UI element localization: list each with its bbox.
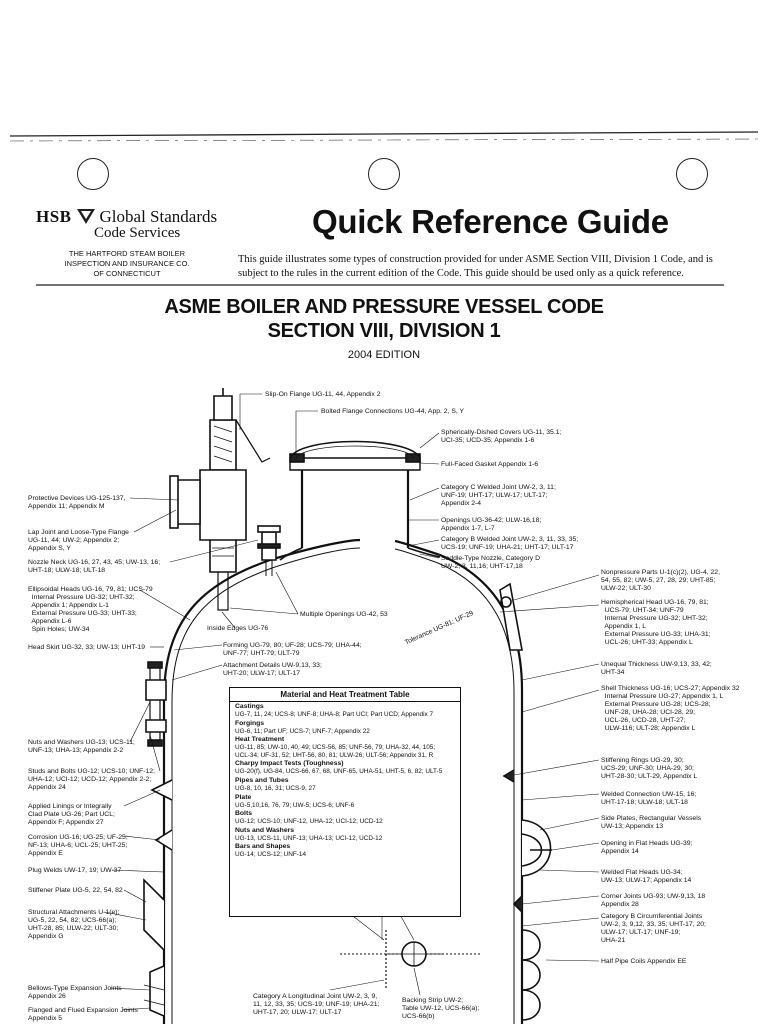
logo-hsb: HSB — [36, 207, 72, 226]
hsb-logo: HSB Global Standards Code Services — [36, 207, 218, 241]
callout-label: Lap Joint and Loose-Type Flange UG-11, 4… — [28, 529, 129, 552]
table-row-refs: UG-14; UCS-12; UNF-14 — [235, 851, 307, 859]
callout-label: Ellipsoidal Heads UG-16, 79, 81; UCS-79 … — [28, 586, 153, 633]
company-line: OF CONNECTICUT — [93, 269, 161, 278]
callout-label: Saddle-Type Nozzle, Category D UW-2, 3, … — [441, 555, 540, 570]
table-row-heading: Bolts — [235, 810, 252, 818]
guide-title: Quick Reference Guide — [312, 203, 669, 240]
table-row-heading: Forgings — [235, 719, 265, 727]
callout-label: Openings UG-36-42; ULW-16,18; Appendix 1… — [441, 517, 542, 532]
company-line: THE HARTFORD STEAM BOILER — [68, 249, 186, 258]
table-row-refs: UG-7, 11, 24; UCS-8; UNF-8; UHA-8; Part … — [235, 711, 434, 718]
callout-label: Corrosion UG-16; UG-25; UF-25; NF-13; UH… — [28, 834, 128, 857]
callout-label: Category A Longitudinal Joint UW-2, 3, 9… — [253, 993, 380, 1016]
logo-emblem-icon — [76, 209, 95, 224]
callout-label: Head Skirt UG-32, 33; UW-13; UHT-19 — [28, 644, 145, 651]
callout-label: Category C Welded Joint UW-2, 3, 11; UNF… — [441, 484, 556, 507]
callout-label: Side Plates, Rectangular Vessels UW-13; … — [601, 815, 702, 830]
table-row-refs: UG-6, 11; Part UF; UCS-7; UNF-7; Appendi… — [235, 727, 370, 735]
table-row-heading: Nuts and Washers — [235, 826, 295, 834]
table-row: Charpy Impact Tests (Toughness)UG-20(f),… — [230, 760, 460, 776]
callout-label: Hemispherical Head UG-16, 79, 81; UCS-79… — [601, 599, 711, 646]
callout-label: Slip-On Flange UG-11, 44, Appendix 2 — [265, 391, 381, 398]
table-row-heading: Charpy Impact Tests (Toughness) — [235, 760, 344, 768]
edition-label: 2004 EDITION — [347, 349, 421, 361]
table-row-heading: Heat Treatment — [235, 736, 285, 744]
table-row-heading: Castings — [235, 703, 264, 710]
callout-label: Stiffener Plate UG-5, 22, 54, 82 — [28, 887, 123, 894]
intro-text: This guide illustrates some types of con… — [238, 254, 713, 279]
table-row-refs: UG-5,10,16, 76, 79; UW-5; UCS-6; UNF-6 — [235, 801, 355, 809]
callout-label: Applied Linings or Integrally Clad Plate… — [28, 803, 115, 826]
code-title-line1: ASME BOILER AND PRESSURE VESSEL CODE — [164, 296, 604, 318]
callout-label: Category B Circumferential Joints UW-2, … — [601, 913, 706, 944]
callout-label: Full-Faced Gasket Appendix 1-6 — [441, 461, 539, 468]
table-row-refs: UG-20(f), UG-84, UCS-66, 67, 68, UNF-65,… — [235, 768, 443, 776]
callout-label: Multiple Openings UG-42, 53 — [300, 611, 388, 618]
callout-label: Welded Connection UW-15, 16; UHT-17-18; … — [601, 791, 697, 806]
callout-label: Bolted Flange Connections UG-44, App. 2,… — [321, 408, 465, 415]
callout-label: Spherically-Dished Covers UG-11, 35.1; U… — [441, 429, 562, 444]
material-heat-treatment-table: Material and Heat Treatment Table Castin… — [229, 687, 461, 917]
callout-label: Flanged and Flued Expansion Joints Appen… — [28, 1007, 138, 1022]
company-line: INSPECTION AND INSURANCE CO. — [64, 259, 190, 268]
callout-label: Opening in Flat Heads UG-39; Appendix 14 — [601, 840, 693, 855]
callout-label: Nonpressure Parts U-1(c)(2), UG-4, 22, 5… — [601, 569, 720, 592]
callout-label: Inside Edges UG-76 — [207, 625, 269, 632]
callout-label: Backing Strip UW-2; Table UW-12, UCS-66(… — [402, 997, 480, 1020]
callout-label: Shell Thickness UG-16; UCS-27; Appendix … — [601, 685, 740, 732]
callout-label: Attachment Details UW-9,13, 33; UHT-20; … — [223, 662, 322, 677]
callout-label: Protective Devices UG-125-137, Appendix … — [28, 495, 126, 510]
callout-label: Unequal Thickness UW-9,13, 33, 42; UHT-3… — [601, 661, 712, 676]
callout-label: Corner Joints UG-93; UW-9,13, 18 Appendi… — [601, 893, 706, 908]
callout-label: Nozzle Neck UG-16, 27, 43, 45; UW-13, 16… — [28, 559, 161, 574]
table-row-refs: UG-12; UCS-10; UNF-12, UHA-12; UCI-12; U… — [235, 818, 383, 826]
callout-label: Stiffening Rings UG-29, 30; UCS-29; UNF-… — [601, 757, 698, 780]
binder-hole-left — [77, 158, 109, 190]
table-title: Material and Heat Treatment Table — [230, 688, 460, 702]
callout-label: Plug Welds UW-17, 19; UW-37 — [28, 867, 122, 874]
binder-hole-right — [676, 158, 708, 190]
callout-label: Bellows-Type Expansion Joints Appendix 2… — [28, 985, 122, 1000]
table-row-refs: UG-11, 85; UW-10, 40, 49; UCS-56, 85; UN… — [235, 744, 436, 759]
logo-global-standards: Global Standards — [99, 207, 218, 226]
code-title-line2: SECTION VIII, DIVISION 1 — [267, 320, 501, 342]
table-row-heading: Pipes and Tubes — [235, 776, 289, 784]
table-row-heading: Plate — [235, 793, 252, 801]
callout-label: Structural Attachments U-1(e); UG-5, 22,… — [28, 909, 120, 940]
table-row-refs: UG-8, 10, 16, 31; UCS-9, 27 — [235, 784, 316, 792]
company-name: THE HARTFORD STEAM BOILER INSPECTION AND… — [52, 249, 202, 279]
table-row-heading: Bars and Shapes — [235, 843, 291, 851]
callout-label: Forming UG-79, 80; UF-28; UCS-79; UHA-44… — [223, 642, 362, 657]
callout-label: Half Pipe Coils Appendix EE — [601, 958, 687, 965]
binder-hole-center — [368, 158, 400, 190]
callout-label: Category B Welded Joint UW-2, 3, 11, 33,… — [441, 536, 579, 551]
callout-label: Welded Flat Heads UG-34; UW-13; ULW-17; … — [601, 869, 692, 884]
callout-label: Nuts and Washers UG-13; UCS-11; UNF-13; … — [28, 739, 135, 754]
logo-code-services: Code Services — [94, 225, 181, 241]
callout-label: Studs and Bolts UG-12; UCS-10; UNF-12; U… — [28, 768, 155, 791]
table-row-refs: UG-13, UCS-11, UNF-13; UHA-13; UCI-12, U… — [235, 834, 383, 842]
